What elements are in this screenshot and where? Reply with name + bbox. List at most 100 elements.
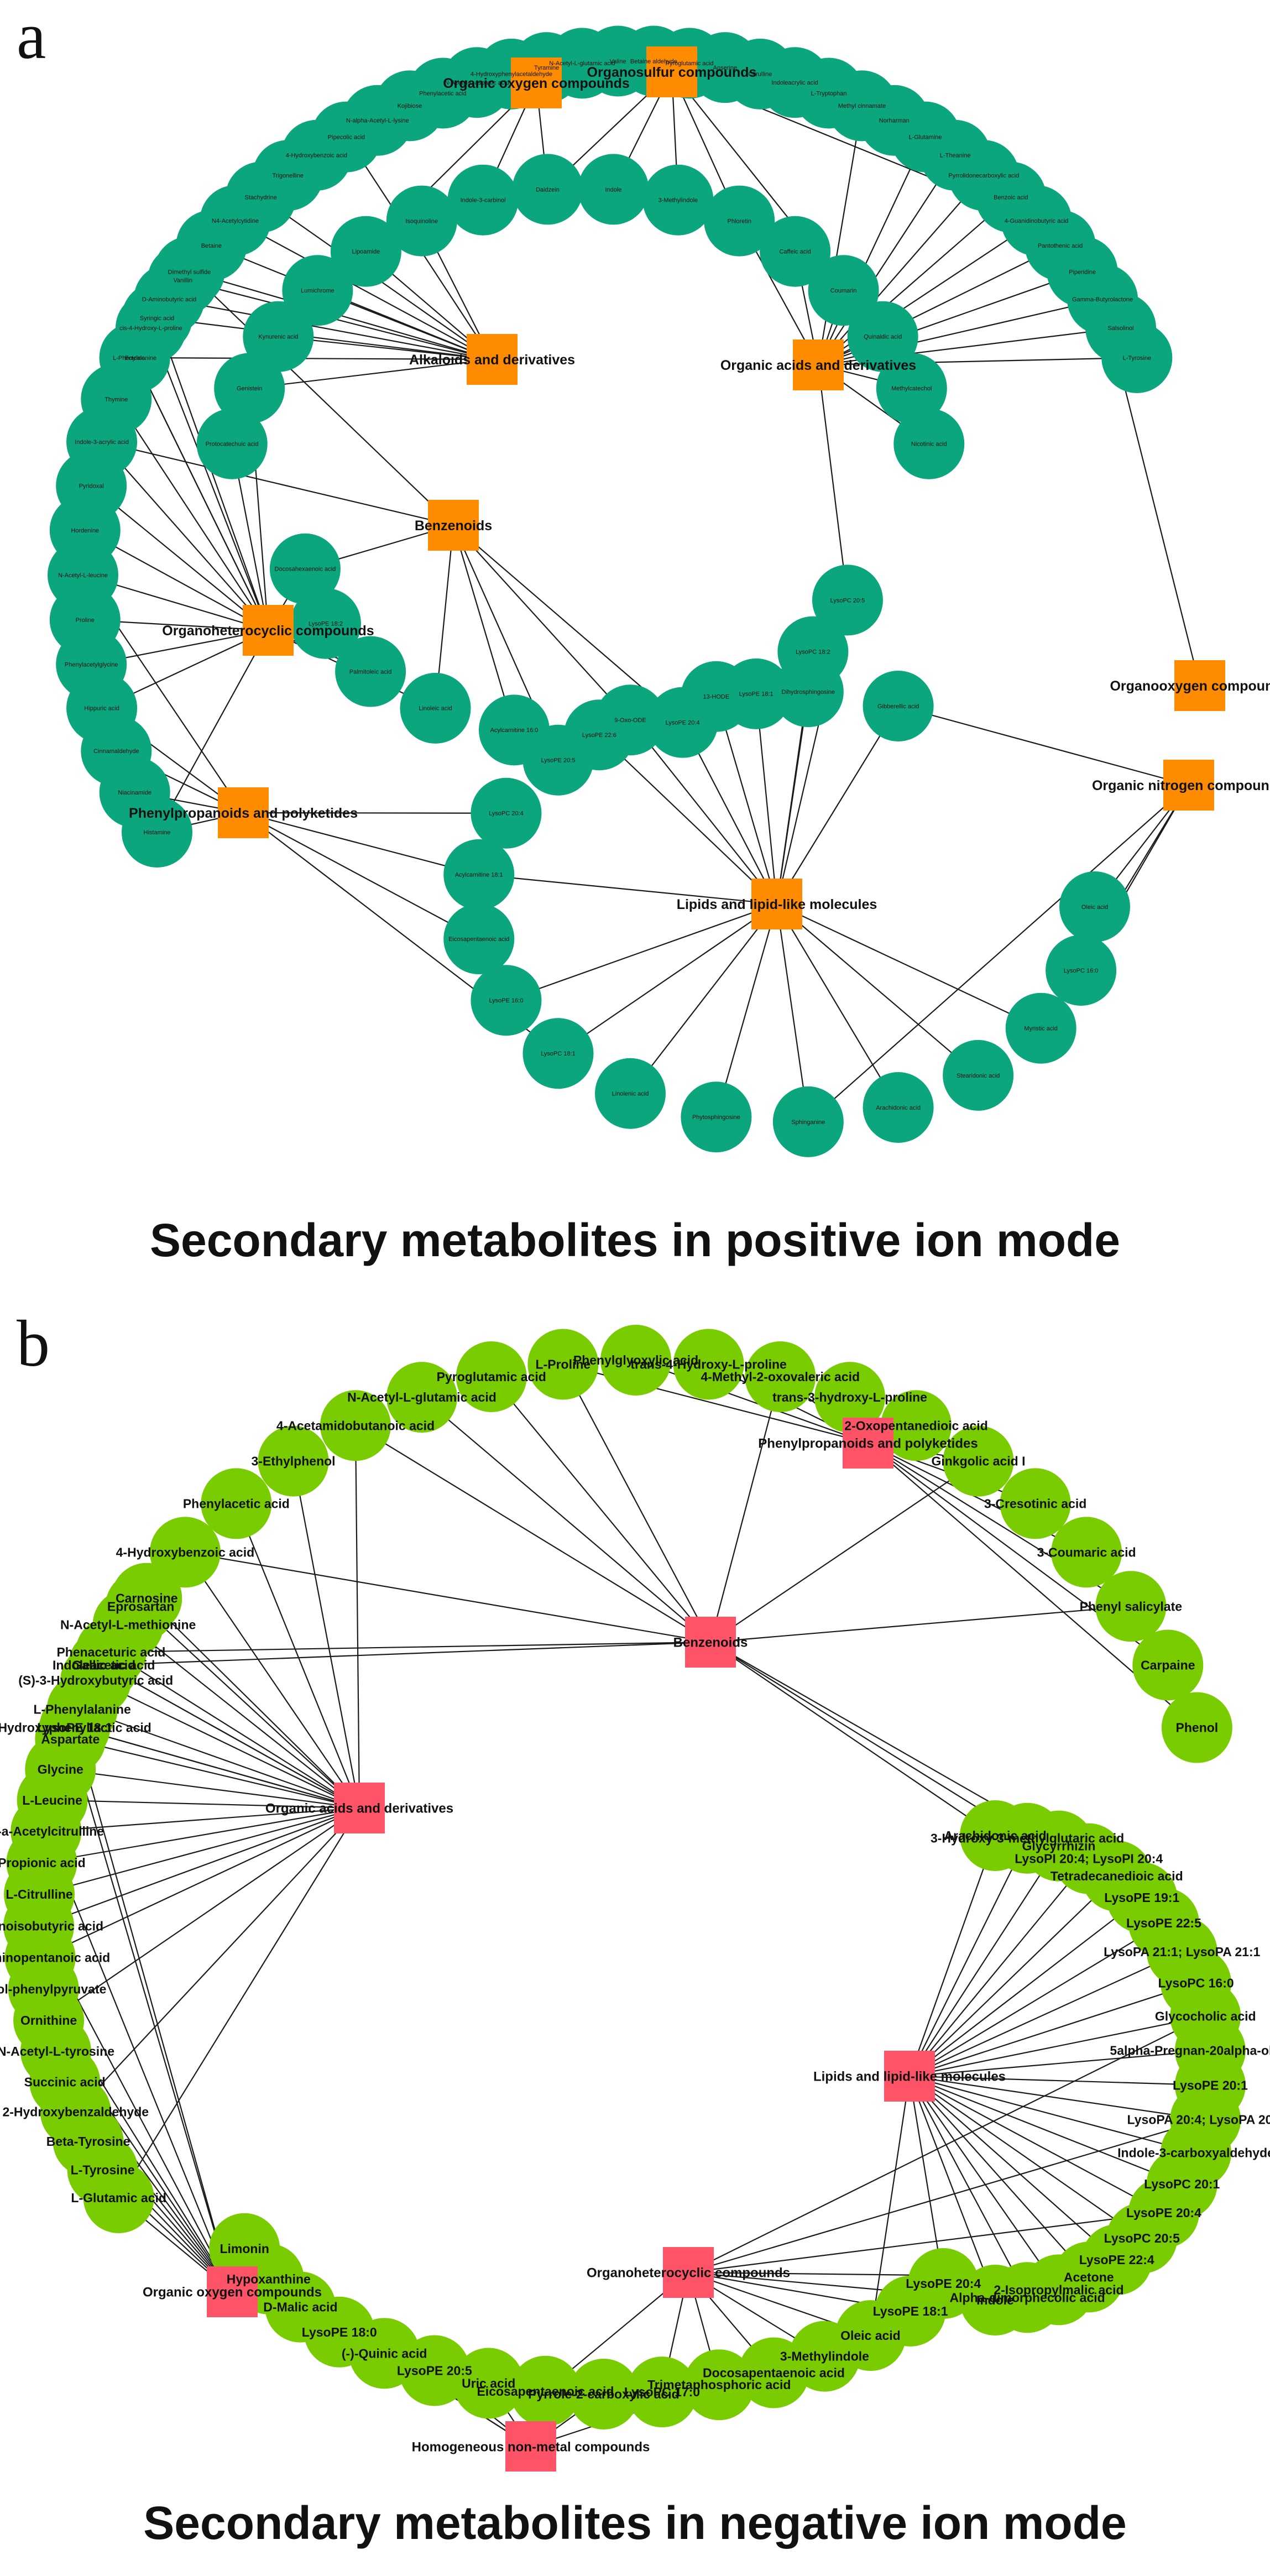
node-label: Histamine: [144, 829, 171, 836]
hub-organic-oxygen-compounds: [511, 58, 562, 108]
node-label: Gibberellic acid: [877, 703, 919, 710]
hub-label: Lipids and lipid-like molecules: [677, 897, 877, 912]
hub-label: Organic acids and derivatives: [720, 358, 916, 373]
node-label: Kojibiose: [398, 103, 422, 109]
node-ginkgolic-acid-i: [943, 1425, 1014, 1497]
node-acylcarnitine-18-1: [443, 839, 515, 910]
node-pyroglutamic-acid: [456, 1341, 527, 1413]
node-label: Phytosphingosine: [692, 1114, 740, 1121]
edge-line: [776, 903, 979, 1076]
node-label: Phenyl salicylate: [1080, 1599, 1182, 1613]
edge-line: [134, 357, 493, 360]
edge-line: [909, 1897, 1142, 2077]
edge-line: [74, 1727, 360, 1809]
hub-homogeneous-non-metal-compounds: [505, 2421, 556, 2472]
node-label: LysoPE 16:0: [489, 997, 523, 1004]
edge-line: [156, 317, 493, 360]
node-label: Pyrrole-2-carboxylic acid: [528, 2387, 680, 2401]
hub-label: Lipids and lipid-like molecules: [813, 2069, 1006, 2084]
hub-label: Organic nitrogen compounds: [1092, 778, 1270, 793]
node-9-oxo-ode: [595, 685, 666, 756]
labels: L-Phenylalaninecis-4-Hydroxy-L-prolineD-…: [58, 58, 1270, 1125]
node-lysopc-17-0: [626, 2356, 698, 2428]
hub-organic-oxygen-compounds: [207, 2266, 258, 2317]
hub-label: Alkaloids and derivatives: [409, 352, 575, 368]
node-oleic-acid: [1059, 871, 1130, 942]
node-label: Aminoisobutyric acid: [0, 1919, 103, 1933]
edge-line: [599, 734, 777, 905]
node-label: Docosahexaenoic acid: [275, 566, 336, 573]
node-linolenic-acid: [595, 1058, 666, 1129]
node-label: LysoPC 20:5: [830, 597, 865, 604]
edge-line: [909, 2075, 1196, 2154]
node-n-acetyl-l-glutamic-acid: [386, 1362, 457, 1433]
node-label: Enol-phenylpyruvate: [0, 1982, 106, 1997]
node-arachidonic-acid: [863, 1072, 934, 1143]
hub-label: Organoheterocyclic compounds: [162, 623, 374, 639]
node-label: Carnosine: [116, 1591, 177, 1606]
edge-line: [355, 1425, 711, 1643]
node-label: L-Phenylalanine: [33, 1702, 130, 1717]
node-label: Norharman: [879, 118, 910, 124]
node-label: Methyl cinnamate: [838, 103, 886, 109]
edge-line: [127, 1624, 360, 1809]
node-lysope-18-2: [290, 588, 361, 659]
node-label: Pipecolic acid: [328, 134, 365, 141]
node-label: Phenylacetic acid: [183, 1496, 290, 1511]
node-label: LysoPE 18:1: [873, 2304, 948, 2318]
node-label: LysoPC 18:2: [796, 649, 830, 656]
node-label: LysoPC 17:0: [624, 2385, 700, 2399]
node-label: Linoleic acid: [419, 706, 452, 712]
node-label: L-Proline: [536, 1357, 591, 1372]
edge-line: [710, 1606, 1131, 1643]
node-gibberellic-acid: [863, 670, 934, 741]
node-label: Carpaine: [1141, 1658, 1195, 1673]
edge-line: [688, 2119, 1206, 2274]
edge-line: [688, 2015, 1206, 2273]
node-sphinganine: [772, 1086, 844, 1157]
edge-line: [506, 903, 777, 1001]
node-label: L-Tyrosine: [71, 2163, 135, 2177]
node-l-tyrosine: [1101, 322, 1173, 393]
node-isoquinoline: [386, 185, 457, 257]
nodes: [3, 1325, 1246, 2429]
node-label: LysoPC 18:1: [541, 1051, 576, 1057]
node-label: Gamma-Butyrolactone: [1072, 296, 1133, 303]
edge-line: [103, 1641, 711, 1666]
node-label: Aspartate: [41, 1732, 100, 1746]
node-label: LysoPE 20:5: [397, 2364, 472, 2378]
edge-line: [479, 874, 777, 905]
node-phenol: [1161, 1692, 1232, 1763]
edge-line: [909, 1858, 1090, 2077]
node-label: Trigonelline: [272, 173, 303, 179]
hub-label: Organic oxygen compounds: [143, 2285, 322, 2300]
node-label: 4-Hydroxybenzoic acid: [286, 153, 347, 159]
node-label: LysoPI 20:4; LysoPI 20:4: [1015, 1852, 1163, 1866]
edge-line: [909, 2075, 1210, 2086]
node-label: N-Acetyl-L-tyrosine: [0, 2044, 114, 2058]
edge-line: [908, 1835, 996, 2077]
node-label: LysoPE 22:5: [1126, 1916, 1201, 1930]
node-label: N-Acetyl-L-leucine: [58, 572, 108, 579]
node-phytosphingosine: [681, 1081, 752, 1153]
edge-line: [249, 358, 493, 389]
node-label: Thymine: [104, 396, 128, 403]
node-label: 3-Cresotinic acid: [984, 1496, 1086, 1511]
edge-line: [909, 2075, 1183, 2185]
edge-line: [909, 1951, 1183, 2077]
node-label: (S)-3-Hydroxybutyric acid: [18, 1673, 173, 1687]
edge-line: [243, 812, 479, 940]
node-kynurenic-acid: [243, 301, 314, 372]
node-label: 4-Hydroxybenzoic acid: [116, 1545, 255, 1559]
node-label: Syringic acid: [140, 315, 174, 322]
node-label: Acetone: [1064, 2270, 1114, 2284]
edge-line: [103, 1664, 360, 1809]
node-label: 5alpha-Pregnan-20alpha-ol-3-one: [1110, 2044, 1270, 2058]
edge-line: [688, 2212, 1164, 2274]
node-label: Daidzein: [536, 186, 560, 193]
node-label: 3-Hydroxy-3-methylglutaric acid: [931, 1831, 1124, 1846]
node-label: Gallic acid: [72, 1658, 135, 1673]
node-label: 4-Hydroxyphenylacetaldehyde: [471, 71, 552, 78]
edge-line: [909, 1922, 1164, 2077]
